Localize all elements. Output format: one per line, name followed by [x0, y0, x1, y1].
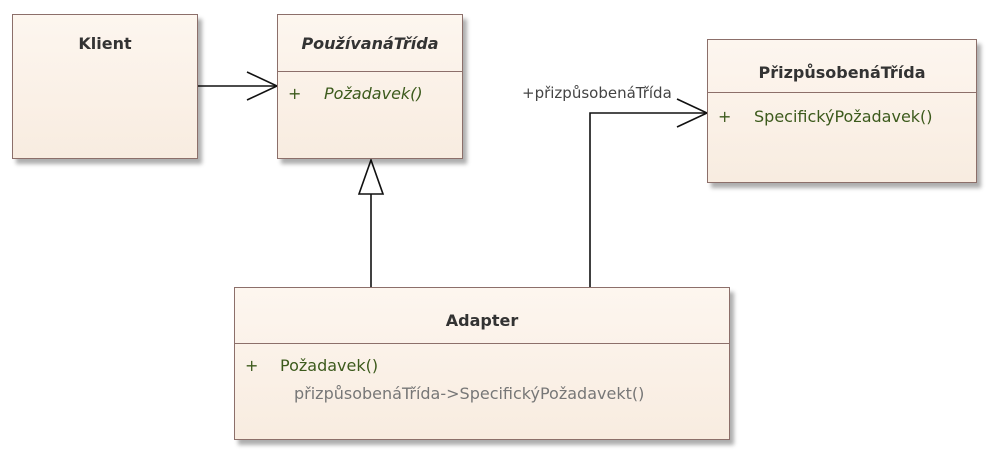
generalization-triangle-icon	[357, 157, 385, 195]
class-klient[interactable]: Klient	[12, 14, 198, 159]
class-name: Klient	[78, 34, 132, 53]
class-adapter[interactable]: Adapter + Požadavek() přizpůsobenáTřída-…	[234, 287, 730, 440]
class-prizpusobena-trida[interactable]: PřizpůsobenáTřída + SpecifickýPožadavek(…	[707, 39, 977, 183]
operation-implementation-note: přizpůsobenáTřída->SpecifickýPožadavekt(…	[294, 384, 645, 403]
operations-compartment: + Požadavek() přizpůsobenáTřída->Specifi…	[235, 343, 729, 403]
class-name: Adapter	[445, 311, 519, 330]
association-role-label: +přizpůsobenáTřída	[522, 84, 672, 102]
class-name: PřizpůsobenáTřída	[758, 63, 926, 82]
visibility-marker: +	[718, 107, 732, 126]
operations-compartment: + SpecifickýPožadavek()	[708, 92, 976, 126]
class-name: PoužívanáTřída	[301, 34, 439, 53]
visibility-marker: +	[288, 84, 302, 103]
operation-name: Požadavek()	[280, 356, 379, 375]
class-pouzivana-trida[interactable]: PoužívanáTřída + Požadavek()	[277, 14, 463, 159]
operations-compartment: + Požadavek()	[278, 71, 462, 103]
visibility-marker: +	[245, 356, 259, 375]
adapter-association-line	[589, 112, 707, 287]
operation-name: SpecifickýPožadavek()	[754, 107, 933, 126]
operation-name: Požadavek()	[324, 84, 423, 103]
